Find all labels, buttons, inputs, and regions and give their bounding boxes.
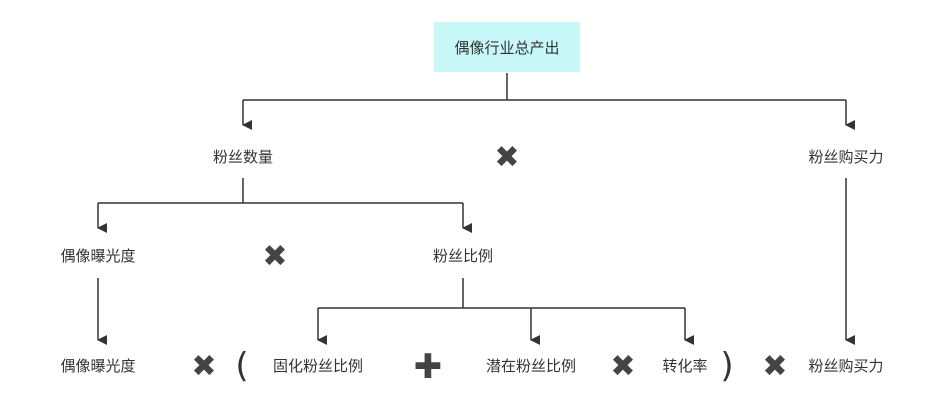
root-node-box — [434, 22, 580, 72]
close-paren: ) — [720, 346, 734, 386]
idol-exposure-bottom-label: 偶像曝光度 — [60, 357, 136, 375]
multiply-icon: ✖ — [494, 140, 520, 175]
multiply-icon: ✖ — [762, 349, 788, 384]
root-branch — [242, 73, 855, 130]
multiply-icon: ✖ — [262, 239, 288, 274]
conversion-rate-label: 转化率 — [662, 357, 708, 375]
plus-icon: ✚ — [413, 347, 443, 387]
multiply-icon: ✖ — [610, 349, 636, 384]
multiply-icon: ✖ — [191, 349, 217, 384]
potential-fan-ratio-label: 潜在粉丝比例 — [485, 357, 577, 375]
idol-exposure-label: 偶像曝光度 — [60, 247, 136, 265]
open-paren: ( — [235, 346, 249, 386]
fan-ratio-label: 粉丝比例 — [432, 247, 494, 265]
fixed-fan-ratio-label: 固化粉丝比例 — [272, 357, 364, 375]
fan-count-branch — [97, 178, 472, 233]
fan-purchasing-power-label: 粉丝购买力 — [808, 148, 884, 166]
root-node-label: 偶像行业总产出 — [454, 39, 560, 57]
fan-count-label: 粉丝数量 — [212, 148, 274, 166]
fan-purchasing-power-bottom-label: 粉丝购买力 — [808, 357, 884, 375]
fan-ratio-branch — [317, 278, 694, 345]
